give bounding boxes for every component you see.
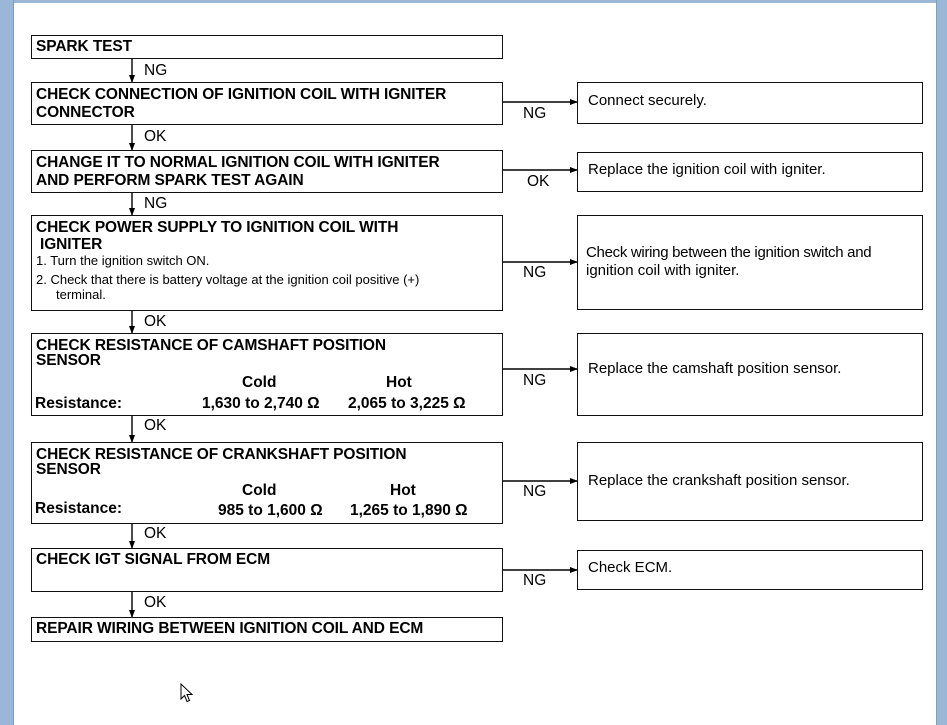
cold-value: 1,630 to 2,740 Ω — [202, 395, 320, 412]
step-change-coil: CHANGE IT TO NORMAL IGNITION COIL WITH I… — [31, 150, 503, 193]
result-replace-camshaft-sensor: Replace the camshaft position sensor. — [577, 333, 923, 416]
side-label-ng: NG — [523, 572, 547, 589]
step-title-line2: AND PERFORM SPARK TEST AGAIN — [36, 172, 304, 189]
result-text: Replace the crankshaft position sensor. — [588, 472, 850, 489]
step-crankshaft-resistance: CHECK RESISTANCE OF CRANKSHAFT POSITION … — [31, 442, 503, 524]
result-check-ecm: Check ECM. — [577, 550, 923, 590]
cold-label: Cold — [242, 374, 277, 391]
step-instruction-1: 1. Turn the ignition switch ON. — [36, 253, 210, 268]
result-replace-crankshaft-sensor: Replace the crankshaft position sensor. — [577, 442, 923, 521]
step-title: REPAIR WIRING BETWEEN IGNITION COIL AND … — [36, 620, 424, 637]
result-text: Replace the camshaft position sensor. — [588, 360, 842, 377]
hot-label: Hot — [386, 374, 412, 391]
side-label-ng: NG — [523, 105, 547, 122]
result-text: Replace the ignition coil with igniter. — [588, 161, 826, 178]
result-replace-coil: Replace the ignition coil with igniter. — [577, 152, 923, 192]
down-label-ok: OK — [144, 594, 167, 611]
result-connect-securely: Connect securely. — [577, 82, 923, 124]
down-label-ok: OK — [144, 417, 167, 434]
cold-label: Cold — [242, 482, 277, 499]
result-text: Check ECM. — [588, 559, 673, 576]
result-text-line2: ignition coil with igniter. — [586, 262, 740, 279]
step-title-line1: CHECK CONNECTION OF IGNITION COIL WITH I… — [36, 86, 447, 103]
side-label-ng: NG — [523, 264, 547, 281]
step-title: CHECK IGT SIGNAL FROM ECM — [36, 551, 271, 568]
step-title-line2: SENSOR — [36, 352, 101, 369]
step-check-power-supply: CHECK POWER SUPPLY TO IGNITION COIL WITH… — [31, 215, 503, 311]
step-title: SPARK TEST — [36, 38, 133, 55]
step-instruction-2-cont: terminal. — [56, 287, 106, 302]
step-camshaft-resistance: CHECK RESISTANCE OF CAMSHAFT POSITION SE… — [31, 333, 503, 416]
step-instruction-2: 2. Check that there is battery voltage a… — [36, 272, 420, 287]
side-label-ng: NG — [523, 483, 547, 500]
side-label-ng: NG — [523, 372, 547, 389]
step-title-line1: CHECK RESISTANCE OF CRANKSHAFT POSITION — [36, 446, 407, 463]
side-label-ok: OK — [527, 173, 550, 190]
mouse-cursor-icon — [180, 683, 194, 703]
resistance-label: Resistance: — [35, 500, 123, 517]
step-check-igt-signal: CHECK IGT SIGNAL FROM ECM — [31, 548, 503, 592]
window-frame-left — [0, 0, 14, 725]
result-check-wiring: Check wiring between the ignition switch… — [577, 215, 923, 310]
window-frame-right — [936, 0, 947, 725]
down-label-ng: NG — [144, 195, 168, 212]
step-repair-wiring: REPAIR WIRING BETWEEN IGNITION COIL AND … — [31, 617, 503, 642]
down-label-ok: OK — [144, 313, 167, 330]
step-title-line1: CHECK RESISTANCE OF CAMSHAFT POSITION — [36, 337, 386, 354]
step-title-line2: CONNECTOR — [36, 104, 135, 121]
cold-value: 985 to 1,600 Ω — [218, 502, 323, 519]
step-title-line2: SENSOR — [36, 461, 101, 478]
result-text: Connect securely. — [588, 92, 707, 109]
step-title-line2: IGNITER — [40, 236, 103, 253]
step-spark-test: SPARK TEST — [31, 35, 503, 59]
down-label-ng: NG — [144, 62, 168, 79]
hot-value: 1,265 to 1,890 Ω — [350, 502, 468, 519]
window-frame-top — [0, 0, 947, 3]
down-label-ok: OK — [144, 128, 167, 145]
resistance-label: Resistance: — [35, 395, 123, 412]
hot-value: 2,065 to 3,225 Ω — [348, 395, 466, 412]
hot-label: Hot — [390, 482, 416, 499]
down-label-ok: OK — [144, 525, 167, 542]
result-text-line1: Check wiring between the ignition switch… — [586, 244, 872, 261]
step-title-line1: CHANGE IT TO NORMAL IGNITION COIL WITH I… — [36, 154, 440, 171]
step-title-line1: CHECK POWER SUPPLY TO IGNITION COIL WITH — [36, 219, 399, 236]
step-check-connection: CHECK CONNECTION OF IGNITION COIL WITH I… — [31, 82, 503, 125]
